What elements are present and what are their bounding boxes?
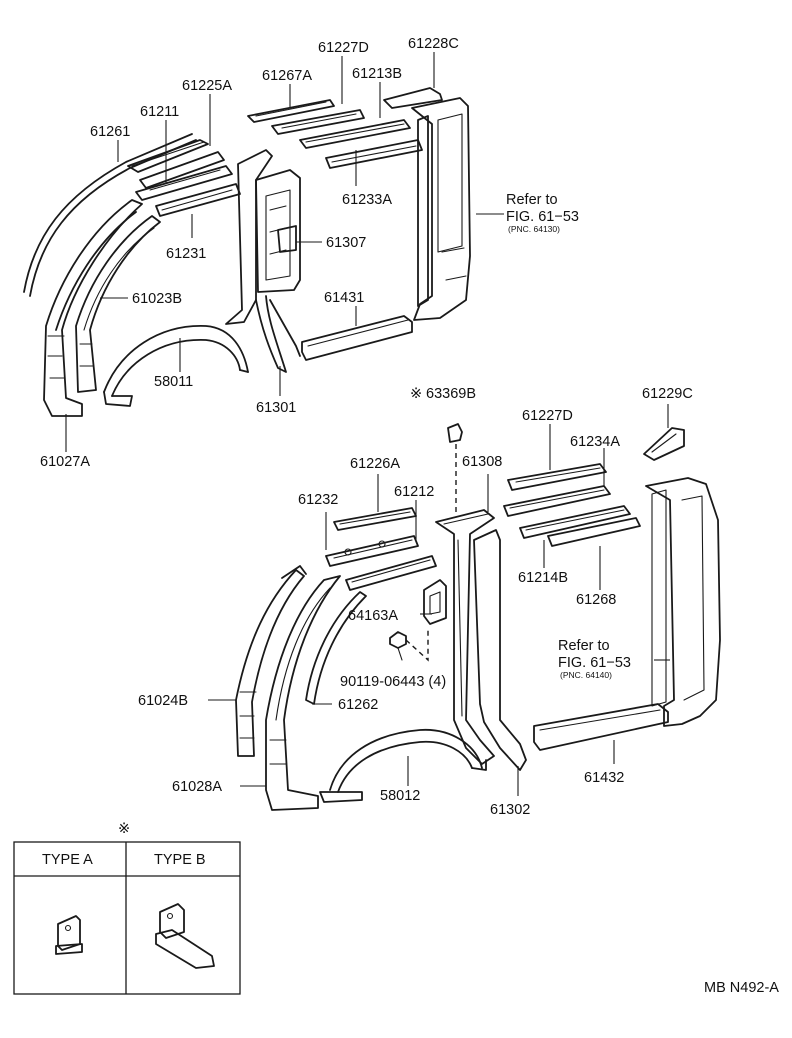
part-61225A-rail	[127, 139, 225, 189]
reference-lower-pnc: (PNC. 64140)	[560, 670, 612, 680]
reference-lower: Refer to FIG. 61−53 (PNC. 64140)	[558, 638, 631, 680]
bolt-dashed-line	[405, 628, 429, 662]
part-labels: 61227D 61228C 61267A 61213B 61225A 61211…	[40, 36, 693, 818]
label-61028A: 61028A	[172, 779, 222, 795]
legend-symbol: ※	[118, 821, 130, 837]
part-61301-pillar	[225, 149, 301, 373]
label-61301: 61301	[256, 400, 296, 416]
part-61231-rail	[155, 183, 241, 217]
leader-lines	[65, 52, 670, 796]
label-61268: 61268	[576, 592, 616, 608]
reference-upper: Refer to FIG. 61−53 (PNC. 64130)	[506, 192, 579, 234]
part-61024B-panel	[235, 565, 307, 757]
label-58011: 58011	[154, 374, 193, 390]
part-61212-rail	[345, 555, 437, 591]
reference-upper-fig: FIG. 61−53	[506, 209, 579, 225]
label-90119: 90119-06443 (4)	[340, 674, 446, 690]
part-61307-bracket	[277, 225, 297, 253]
label-61226A: 61226A	[350, 456, 400, 472]
legend-frame	[13, 841, 241, 995]
part-61302-panel	[473, 529, 527, 771]
part-61308-pillar	[435, 509, 495, 765]
legend-type-a: TYPE A	[42, 852, 93, 868]
label-61213B: 61213B	[352, 66, 402, 82]
label-61234A: 61234A	[570, 434, 620, 450]
label-64163A: 64163A	[348, 608, 398, 624]
part-58011-wheelhouse	[103, 325, 249, 407]
part-61226A-rail	[333, 507, 417, 531]
diagram-code: MB N492-A	[704, 980, 779, 996]
label-61027A: 61027A	[40, 454, 90, 470]
part-61431-sill	[301, 315, 413, 361]
label-61431: 61431	[324, 290, 364, 306]
type-a-clip-icon	[55, 915, 83, 955]
part-rear-quarter-panel-upper	[411, 97, 471, 321]
label-61227D-top: 61227D	[318, 40, 369, 56]
label-61225A: 61225A	[182, 78, 232, 94]
part-61213B-rail	[299, 119, 411, 149]
label-61229C: 61229C	[642, 386, 693, 402]
part-61268-rail	[547, 517, 641, 547]
label-61267A: 61267A	[262, 68, 312, 84]
part-61234A-rail	[503, 485, 611, 517]
label-61227D-bottom: 61227D	[522, 408, 573, 424]
part-58012-wheelhouse	[319, 729, 487, 803]
part-61227D-rail-bottom	[507, 463, 607, 491]
part-61232-rail	[325, 535, 419, 567]
legend-box: ※ TYPE A TYPE B	[13, 821, 241, 995]
type-b-clip-icon	[155, 903, 215, 969]
part-61229C-corner	[643, 427, 685, 461]
label-61231: 61231	[166, 246, 206, 262]
label-61308: 61308	[462, 454, 502, 470]
part-90119-bolt	[389, 631, 407, 661]
part-rear-quarter-panel-lower	[645, 477, 721, 727]
part-61432-sill	[533, 703, 669, 751]
legend-symbol-63369B: ※	[410, 386, 422, 402]
label-61232: 61232	[298, 492, 338, 508]
reference-upper-refer: Refer to	[506, 192, 558, 208]
part-61023B-panel	[75, 215, 161, 393]
reference-upper-pnc: (PNC. 64130)	[508, 224, 560, 234]
reference-lower-fig: FIG. 61−53	[558, 655, 631, 671]
label-61262: 61262	[338, 697, 378, 713]
legend-type-b: TYPE B	[154, 852, 206, 868]
label-61024B: 61024B	[138, 693, 188, 709]
part-64163A-bracket	[423, 579, 447, 625]
part-61262-strip	[305, 591, 367, 705]
label-61307: 61307	[326, 235, 366, 251]
part-61211-rail	[135, 165, 233, 201]
label-61214B: 61214B	[518, 570, 568, 586]
part-61028A-panel	[265, 575, 341, 811]
label-61302: 61302	[490, 802, 530, 818]
part-61261-weatherstrip	[23, 133, 197, 297]
label-63369B: 63369B	[426, 386, 476, 402]
label-61261: 61261	[90, 124, 130, 140]
part-61233A-rail	[325, 139, 423, 169]
label-61432: 61432	[584, 770, 624, 786]
label-61212: 61212	[394, 484, 434, 500]
part-63369B-clip	[447, 423, 463, 443]
part-61267A-rail	[247, 99, 335, 123]
reference-lower-refer: Refer to	[558, 638, 610, 654]
label-61211: 61211	[140, 104, 179, 120]
label-61023B: 61023B	[132, 291, 182, 307]
label-61228C: 61228C	[408, 36, 459, 52]
part-61228C-corner	[383, 87, 443, 109]
label-58012: 58012	[380, 788, 420, 804]
label-61233A: 61233A	[342, 192, 392, 208]
part-61227D-rail-top	[271, 109, 365, 135]
part-61214B-rail	[519, 505, 631, 539]
part-61027A-panel	[43, 199, 143, 417]
